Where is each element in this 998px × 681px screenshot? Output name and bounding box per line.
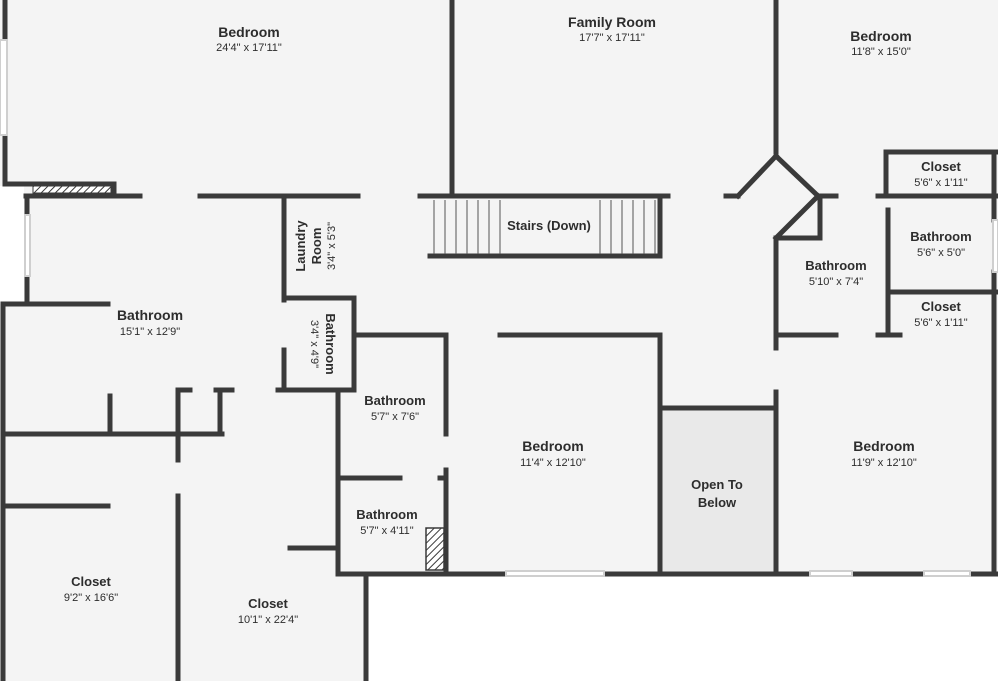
room-dimensions: 5'7" x 7'6" (371, 411, 419, 423)
room-name: Closet (248, 596, 288, 611)
room-name: Laundry (293, 220, 308, 272)
wall (734, 152, 780, 200)
room-name: Stairs (Down) (507, 218, 591, 233)
wall (772, 192, 822, 242)
wall (772, 152, 822, 200)
room-name: Bedroom (853, 438, 914, 454)
room-dimensions: 11'9" x 12'10" (851, 457, 917, 469)
room-dimensions: 15'1" x 12'9" (120, 326, 180, 338)
laundry-label: Laundry Room 3'4" x 5'3" (293, 220, 338, 272)
room-dimensions: 24'4" x 17'11" (216, 42, 282, 54)
room-name: Bathroom (805, 258, 866, 273)
left-gap-white (0, 186, 24, 304)
room-dimensions: 5'10" x 7'4" (809, 276, 863, 288)
windows (0, 39, 998, 577)
room-dimensions: 5'6" x 1'11" (914, 177, 967, 189)
room-dimensions: 17'7" x 17'11" (579, 32, 645, 44)
small-bathroom-label: Bathroom 3'4" x 4'9" (308, 313, 338, 374)
room-dimensions: 11'4" x 12'10" (520, 457, 586, 469)
room-name: Closet (921, 159, 961, 174)
window (923, 570, 971, 577)
room-name: Open To (691, 477, 743, 492)
room-name: Bedroom (522, 438, 583, 454)
room-dimensions: 10'1" x 22'4" (238, 614, 298, 626)
room-name: Closet (921, 299, 961, 314)
window (24, 214, 31, 277)
room-name: Bathroom (356, 507, 417, 522)
room-name: Bathroom (117, 307, 183, 323)
hatched-fixture (425, 527, 445, 571)
room-dimensions: 5'6" x 5'0" (917, 247, 965, 259)
room-dimensions: 9'2" x 16'6" (64, 592, 118, 604)
room-name: Closet (71, 574, 111, 589)
room-dimensions: 5'7" x 4'11" (360, 525, 413, 537)
stair-treads (433, 200, 656, 254)
room-name: Bedroom (850, 28, 911, 44)
window (992, 219, 998, 273)
room-name: Family Room (568, 14, 656, 30)
room-dimensions: 3'4" x 5'3" (326, 222, 338, 270)
hatched-fixture (32, 185, 112, 194)
room-labels: Bedroom 24'4" x 17'11" Family Room 17'7"… (64, 14, 972, 626)
room-name: Room (309, 228, 324, 265)
room-name: Bathroom (910, 229, 971, 244)
room-dimensions: 5'6" x 1'11" (914, 317, 967, 329)
room-dimensions: 11'8" x 15'0" (851, 46, 911, 58)
window (809, 570, 853, 577)
room-name: Bedroom (218, 24, 279, 40)
room-name: Below (698, 495, 737, 510)
room-name: Bathroom (364, 393, 425, 408)
room-name: Bathroom (323, 313, 338, 374)
open-to-below-area (660, 408, 774, 574)
room-dimensions: 3'4" x 4'9" (308, 320, 320, 368)
window (505, 570, 605, 577)
window (0, 39, 8, 136)
